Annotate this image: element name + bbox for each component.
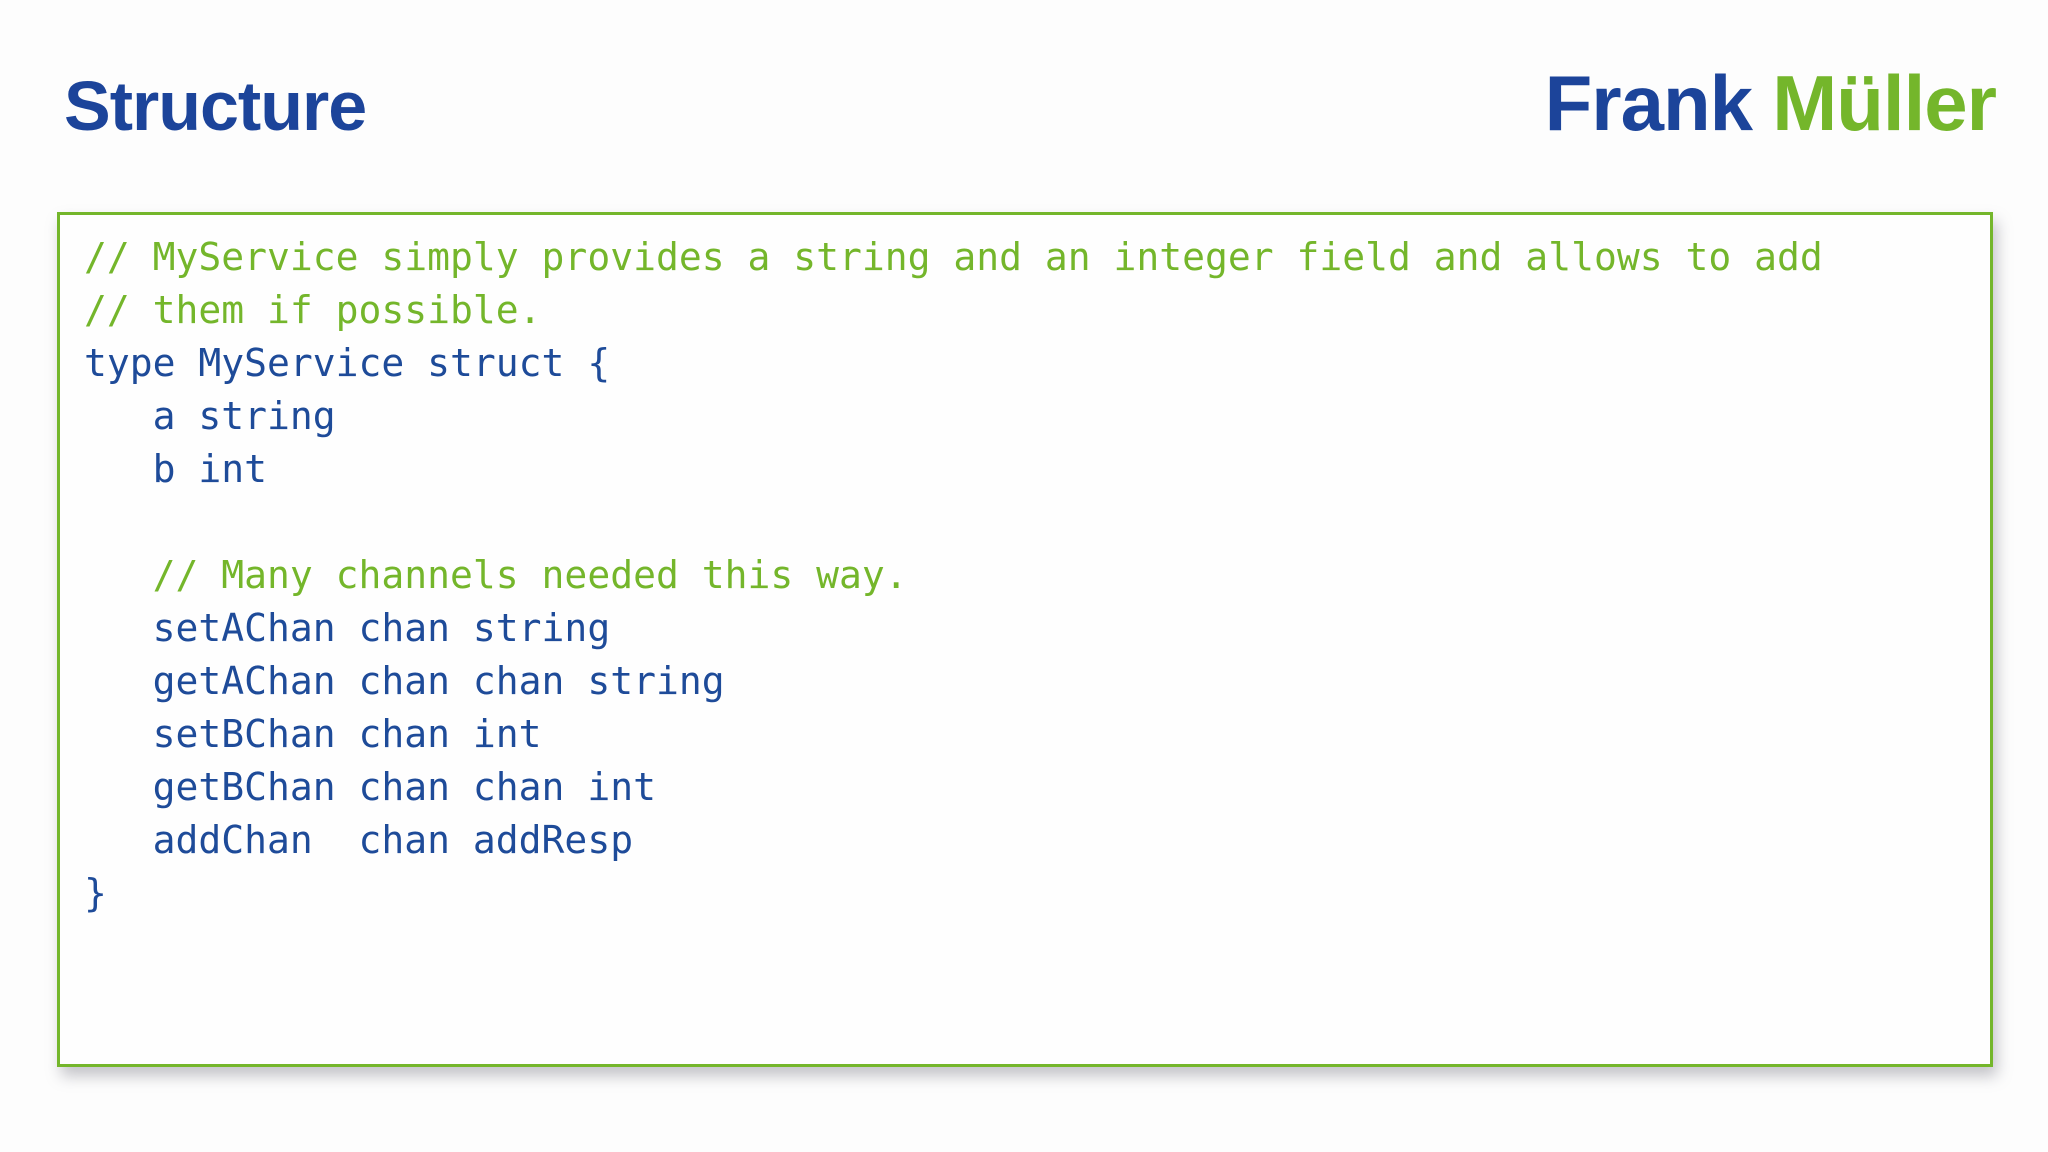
- code-line: b int: [84, 447, 268, 491]
- code-line: // MyService simply provides a string an…: [84, 235, 1823, 279]
- code-box: // MyService simply provides a string an…: [57, 212, 1993, 1067]
- code-line: addChan chan addResp: [84, 818, 634, 862]
- code-line: type MyService struct {: [84, 341, 611, 385]
- author-last-name: Müller: [1772, 59, 1997, 147]
- code-listing: // MyService simply provides a string an…: [84, 231, 1980, 920]
- code-line: setBChan chan int: [84, 712, 542, 756]
- code-line: getAChan chan chan string: [84, 659, 725, 703]
- code-line: }: [84, 871, 107, 915]
- code-line: getBChan chan chan int: [84, 765, 656, 809]
- code-line: setAChan chan string: [84, 606, 611, 650]
- code-line: // Many channels needed this way.: [84, 553, 908, 597]
- code-line: [84, 496, 1980, 549]
- author-first-name: Frank: [1544, 59, 1753, 147]
- code-line: a string: [84, 394, 336, 438]
- code-line: // them if possible.: [84, 288, 542, 332]
- slide-title: Structure: [64, 67, 367, 145]
